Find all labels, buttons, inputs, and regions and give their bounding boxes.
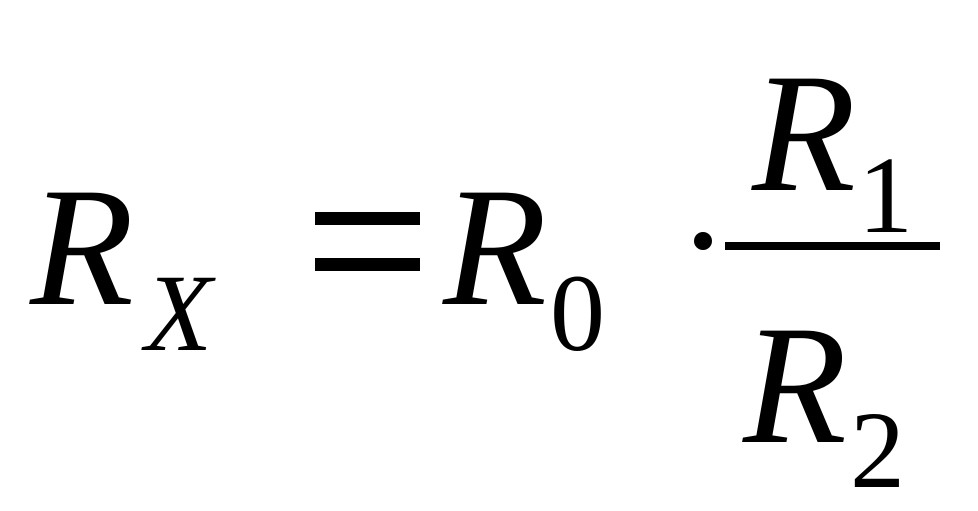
equals-bar-bottom — [315, 258, 420, 271]
fraction-bar — [725, 242, 940, 250]
denominator-symbol: R — [743, 291, 847, 479]
multiply-dot — [694, 232, 712, 250]
numerator-symbol: R — [752, 39, 856, 227]
denominator-subscript: 2 — [850, 389, 905, 511]
lhs-subscript: X — [145, 252, 213, 374]
numerator-subscript: 1 — [858, 134, 913, 256]
r0-symbol: R — [443, 153, 547, 341]
equals-bar-top — [315, 212, 420, 225]
lhs-symbol: R — [30, 153, 134, 341]
r0-subscript: 0 — [550, 252, 605, 374]
